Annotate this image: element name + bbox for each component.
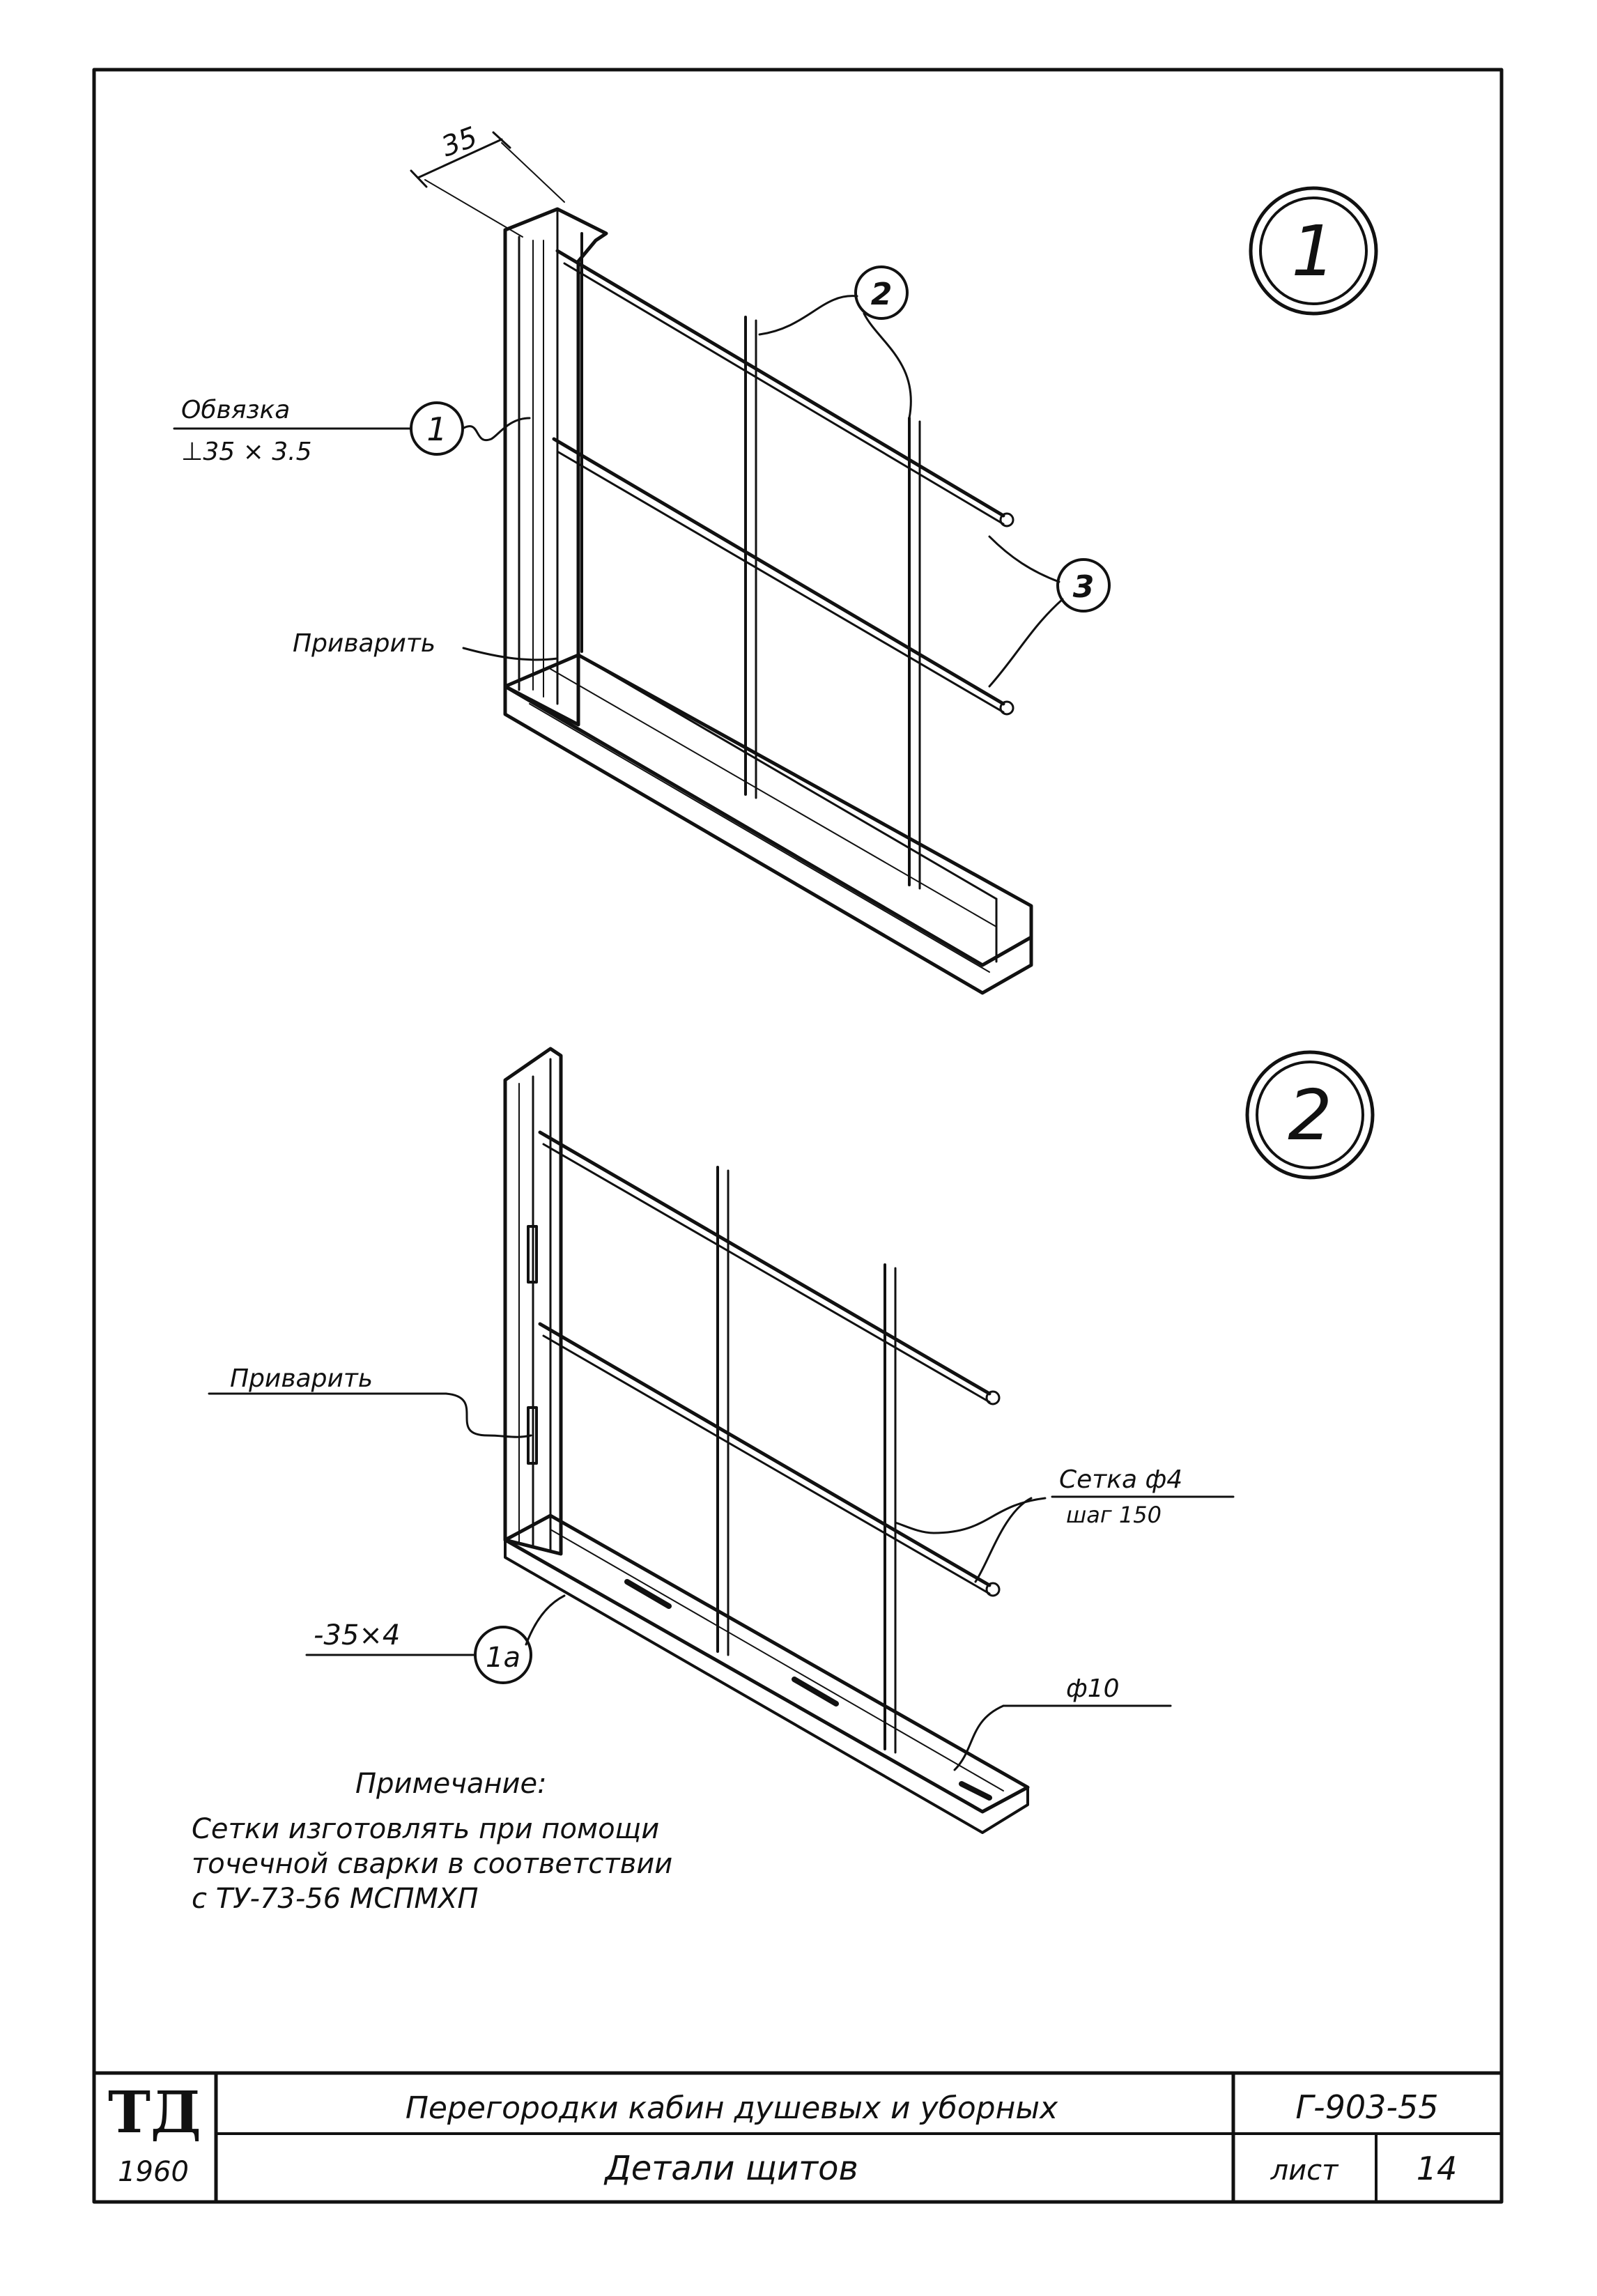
note-line-1: Сетки изготовлять при помощи (192, 1813, 659, 1845)
rod-label: ф10 (1066, 1674, 1120, 1703)
mesh-callout: Сетка ф4 шаг 150 (894, 1465, 1235, 1583)
detail-1-number: 1 (1291, 210, 1336, 292)
sheet-border (92, 68, 1504, 2204)
rod-callout-2: 2 (758, 265, 912, 419)
rod-callout-3: 3 (988, 535, 1111, 688)
dimension-35: 35 (410, 121, 565, 238)
dimension-35-label: 35 (438, 121, 482, 164)
frame-post-2 (503, 1047, 563, 1556)
rod-callout-10: ф10 (953, 1674, 1172, 1771)
mesh-step: шаг 150 (1066, 1502, 1162, 1528)
note-line-2: точечной сварки в соответствии (192, 1848, 672, 1880)
frame-label-line2: ⊥35 × 3.5 (181, 438, 311, 466)
strip-label: -35×4 (314, 1619, 400, 1651)
drawing-note: Примечание: Сетки изготовлять при помощи… (192, 1768, 672, 1915)
title-block-year: 1960 (118, 2156, 189, 2188)
frame-marker-1: 1 (426, 410, 447, 448)
weld-label-2: Приварить (230, 1364, 373, 1393)
title-block-sheet-number: 14 (1417, 2150, 1458, 2187)
title-block-org: ТД (108, 2079, 201, 2146)
detail-2-number: 2 (1288, 1074, 1332, 1156)
note-line-3: с ТУ-73-56 МСПМХП (192, 1883, 478, 1915)
rod-marker-2: 2 (871, 277, 893, 312)
detail-2-number-badge: 2 (1245, 1050, 1375, 1180)
note-heading: Примечание: (355, 1768, 547, 1800)
horizontal-rods-1 (552, 249, 1014, 716)
horizontal-rods-2 (538, 1130, 1001, 1597)
weld-callout-1: Приварить (293, 629, 559, 661)
title-block: ТД 1960 Перегородки кабин душевых и убор… (92, 2071, 1504, 2204)
rod-marker-3: 3 (1073, 569, 1095, 605)
vertical-rods-2 (716, 1166, 897, 1754)
detail-1: 1 35 (173, 121, 1378, 995)
frame-callout-1: Обвязка ⊥35 × 3.5 1 (173, 396, 531, 466)
title-block-sheet-label: лист (1270, 2155, 1340, 2187)
frame-bottom-1 (503, 653, 1033, 995)
title-block-title: Перегородки кабин душевых и уборных (406, 2090, 1058, 2126)
strip-marker: 1а (486, 1642, 520, 1674)
weld-label-1: Приварить (293, 629, 435, 658)
mesh-label: Сетка ф4 (1059, 1465, 1182, 1494)
detail-2: 2 (208, 1047, 1375, 1834)
title-block-subtitle: Детали щитов (603, 2149, 858, 2188)
strip-callout: -35×4 1а (305, 1594, 566, 1684)
frame-label-line1: Обвязка (181, 396, 290, 424)
weld-callout-2: Приварить (208, 1364, 532, 1438)
title-block-code: Г-903-55 (1295, 2088, 1438, 2126)
frame-bottom-2 (503, 1513, 1030, 1834)
vertical-rods-1 (744, 316, 921, 890)
detail-1-number-badge: 1 (1249, 186, 1378, 316)
frame-post-1 (503, 207, 608, 727)
